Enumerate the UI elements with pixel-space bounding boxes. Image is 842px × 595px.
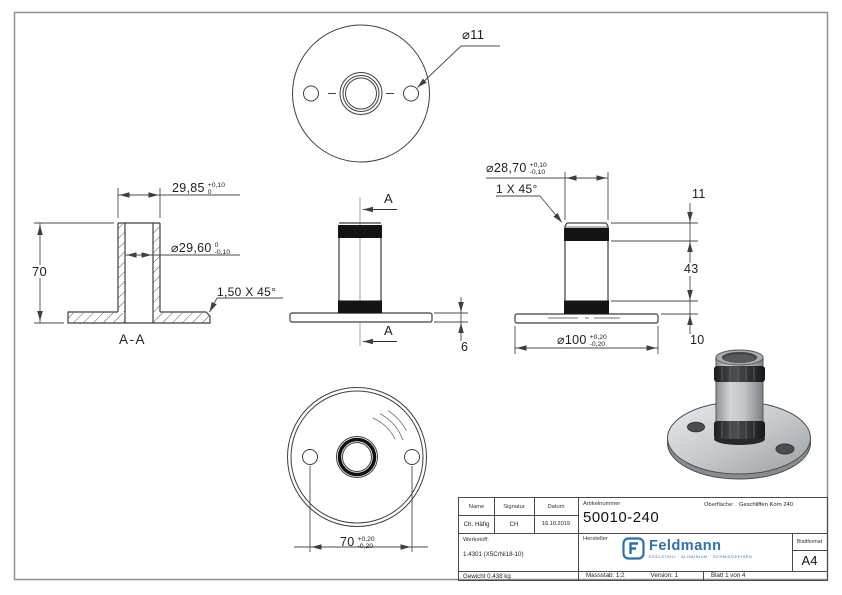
dim-plate-dia: ⌀100 +0,20 -0,20 xyxy=(557,333,607,349)
front-view xyxy=(289,197,468,351)
feldmann-logo: Feldmann EDELSTAHL · ALUMINIUM · SCHMIED… xyxy=(622,537,752,560)
dim-section-width: 29,85 +0,10 0 xyxy=(172,181,225,197)
logo-tagline: EDELSTAHL · ALUMINIUM · SCHMIEDEEISEN xyxy=(649,554,753,559)
dim-top-hole-dia: ⌀11 xyxy=(462,27,485,42)
format-label: Blattformat xyxy=(796,538,823,545)
dim-section-bore: ⌀29,60 0 -0,10 xyxy=(171,241,231,257)
weight-value: Gewicht 0.438 kg xyxy=(463,573,511,580)
bottom-view-hole-right xyxy=(404,449,420,465)
bottom-view-flange-outline xyxy=(287,387,427,527)
side-view-knurl-top xyxy=(564,228,609,241)
section-base-plate xyxy=(67,311,211,324)
dim-hole-spacing: 70 +0,20 -0,20 xyxy=(340,535,375,551)
tolerance: +0,10 -0,10 xyxy=(529,162,547,176)
side-view-knurl-bottom xyxy=(564,300,609,314)
tolerance: +0,20 -0,20 xyxy=(589,334,607,348)
front-view-section-arrows xyxy=(363,206,397,345)
logo-wordmark: Feldmann EDELSTAHL · ALUMINIUM · SCHMIED… xyxy=(649,537,753,559)
format-value: A4 xyxy=(801,553,818,568)
dim-section-height: 70 xyxy=(30,264,50,279)
dim-bottom-section: 10 xyxy=(688,333,707,347)
dim-plate-thickness: 6 xyxy=(459,340,471,354)
date-label: Datum xyxy=(547,503,565,510)
surface-row: Oberfläche: Geschliffen Korn 240 xyxy=(704,502,793,508)
tolerance: +0,10 0 xyxy=(207,182,225,196)
bottom-view-hole-left xyxy=(302,449,318,465)
bottom-view-dimensions xyxy=(294,466,428,552)
name-label: Name xyxy=(468,503,485,510)
dim-mid-section: 43 xyxy=(682,262,701,276)
iso-view xyxy=(667,349,811,480)
logo-text: Feldmann xyxy=(649,537,722,554)
dim-post-chamfer: 1 X 45° xyxy=(496,182,538,196)
date-value: 16.10.2019 xyxy=(542,521,570,527)
signature-value: CH xyxy=(509,520,519,528)
section-letter-top: A xyxy=(384,191,393,206)
scale-version-row: Massstab: 1:2 Version: 1 xyxy=(586,571,678,580)
name-value: Ch. Häfig xyxy=(463,520,490,528)
iso-knurl-bottom xyxy=(714,421,765,439)
side-view xyxy=(486,172,698,354)
tolerance: 0 -0,10 xyxy=(214,242,231,256)
title-block: Name Signatur Datum Ch. Häfig CH 16.10.2… xyxy=(458,497,828,581)
top-view xyxy=(292,24,500,163)
iso-hole-left xyxy=(687,421,705,433)
front-view-knurl-top xyxy=(338,225,382,238)
top-view-hole-right xyxy=(403,85,419,102)
bottom-view-shading-arcs xyxy=(372,410,407,441)
top-view-flange-outline xyxy=(292,24,430,163)
material-value: 1.4301 (X5CrNi18-10) xyxy=(463,551,524,558)
version-value: Version: 1 xyxy=(650,572,679,579)
sheet-cell: Blatt 1 von 4 xyxy=(711,571,745,580)
sheet-border xyxy=(13,11,829,581)
section-letter-bottom: A xyxy=(384,323,393,338)
top-view-hole-left xyxy=(303,85,319,102)
material-label: Werkstoff: xyxy=(463,537,489,543)
scale-value: Massstab: 1:2 xyxy=(586,572,625,579)
section-hatch xyxy=(118,224,125,312)
sheet-value: Blatt 1 von 4 xyxy=(711,572,746,579)
front-view-base-plate xyxy=(289,312,433,323)
top-view-leader xyxy=(417,45,500,88)
surface-value: Geschliffen Korn 240 xyxy=(738,502,794,508)
front-view-knurl-bottom xyxy=(338,300,382,314)
dim-top-section: 11 xyxy=(692,187,706,201)
dim-post-dia: ⌀28,70 +0,10 -0,10 xyxy=(486,161,547,177)
tolerance: +0,20 -0,20 xyxy=(357,536,375,550)
section-name-label: A-A xyxy=(119,332,147,347)
manufacturer-label: Hersteller xyxy=(583,536,608,542)
article-label: Artikelnummer xyxy=(583,501,621,507)
feldmann-logo-icon xyxy=(622,537,645,560)
section-view xyxy=(34,188,283,324)
surface-label: Oberfläche: xyxy=(704,502,734,508)
bottom-view xyxy=(287,387,428,552)
article-number: 50010-240 xyxy=(583,509,660,526)
iso-knurl-top xyxy=(714,366,765,382)
side-view-dimensions xyxy=(486,172,698,354)
dim-section-chamfer: 1,50 X 45° xyxy=(217,285,277,299)
signature-label: Signatur xyxy=(503,503,525,510)
iso-hole-right xyxy=(775,443,795,455)
